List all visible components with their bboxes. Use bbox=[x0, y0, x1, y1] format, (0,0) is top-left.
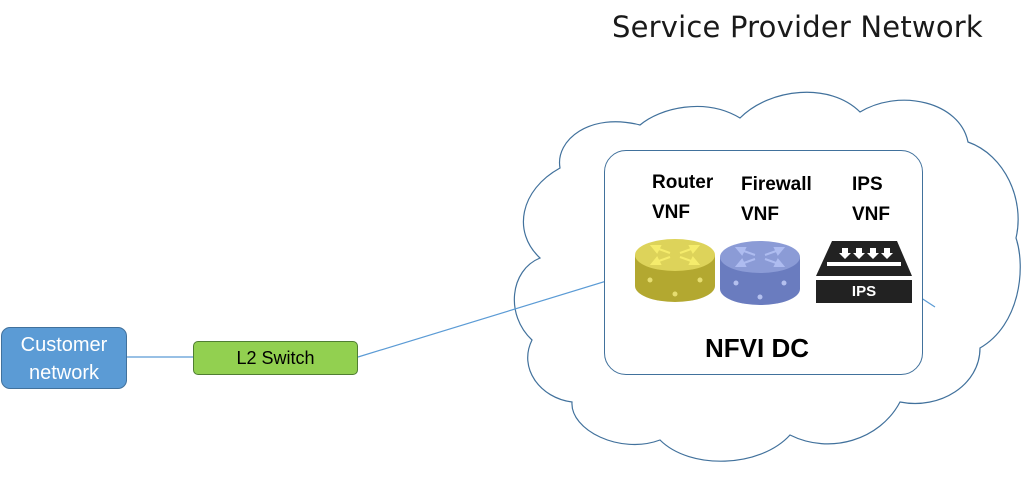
customer-node-line2: network bbox=[28, 362, 100, 384]
customer-network-node: Customer network bbox=[1, 327, 127, 389]
link-switch-router bbox=[357, 271, 637, 358]
router-icon bbox=[635, 239, 715, 302]
l2-switch-node: L2 Switch bbox=[193, 341, 358, 375]
router-vnf-type: VNF bbox=[652, 202, 690, 223]
firewall-router-icon bbox=[720, 241, 800, 305]
ips-vnf-label: IPS VNF bbox=[852, 170, 890, 230]
ips-badge: IPS bbox=[851, 283, 877, 300]
ips-vnf-type: VNF bbox=[852, 204, 890, 225]
router-vnf-name: Router bbox=[652, 172, 714, 193]
ips-appliance-icon bbox=[816, 241, 912, 303]
firewall-vnf-name: Firewall bbox=[741, 174, 812, 195]
ips-vnf-name: IPS bbox=[852, 174, 883, 195]
customer-node-line1: Customer bbox=[20, 334, 108, 356]
firewall-vnf-label: Firewall VNF bbox=[741, 170, 812, 230]
diagram-title: Service Provider Network bbox=[612, 10, 983, 44]
nfvi-dc-label: NFVI DC bbox=[705, 333, 809, 363]
router-vnf-label: Router VNF bbox=[652, 168, 713, 228]
firewall-vnf-type: VNF bbox=[741, 204, 779, 225]
